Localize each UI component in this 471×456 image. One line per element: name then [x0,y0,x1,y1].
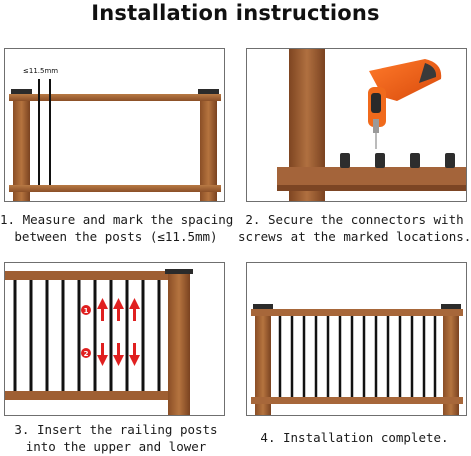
step-2-caption-line-1: 2. Secure the connectors with [245,212,464,227]
step-1-caption: 1. Measure and mark the spacing between … [0,211,234,245]
marker-1-icon [81,305,91,315]
screwdriver-icon [368,59,442,149]
page-title: Installation instructions [91,1,380,25]
step-3-caption-line-2: into the upper and lower [25,439,207,454]
marker-1-label: 1 [84,307,89,315]
step-4-caption-line-1: 4. Installation complete. [260,430,449,445]
up-arrow-icon [97,298,140,321]
step-1-caption-line-1: 1. Measure and mark the spacing [0,212,234,227]
step-4-caption: 4. Installation complete. [238,429,471,446]
down-arrow-icon [97,343,140,366]
step-1-caption-line-2: between the posts (≤11.5mm) [14,229,218,244]
step-3-caption-line-1: 3. Insert the railing posts [14,422,218,437]
step-2-caption: 2. Secure the connectors with screws at … [238,211,471,245]
marker-2-label: 2 [84,350,89,358]
step-1-illustration: ≤11.5mm [4,48,225,202]
step-4-illustration [246,262,467,416]
step-3-illustration: 1 2 [4,262,225,416]
step-2-caption-line-2: screws at the marked locations. [238,229,471,244]
spacing-annotation: ≤11.5mm [23,67,58,75]
step-2-illustration [246,48,467,202]
svg-text:≤11.5mm: ≤11.5mm [23,67,58,75]
marker-2-icon [81,348,91,358]
step-3-caption: 3. Insert the railing posts into the upp… [0,421,232,455]
